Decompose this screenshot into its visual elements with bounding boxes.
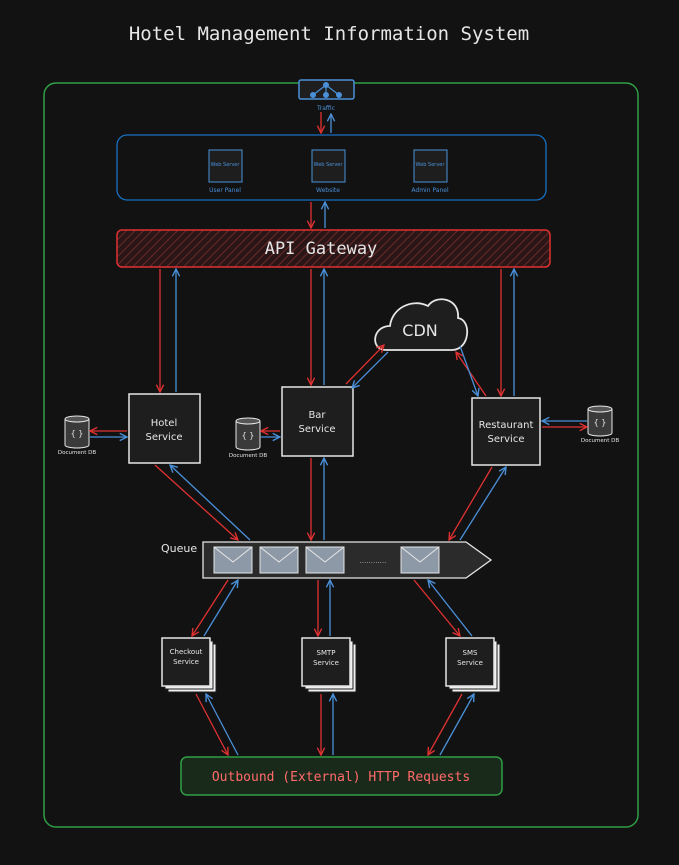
db-caption: Document DB xyxy=(58,450,96,456)
restaurant-service: Restaurant Service xyxy=(471,397,541,466)
web-server-admin-panel: Web Server Admin Panel xyxy=(411,149,449,194)
web-server-caption: Website xyxy=(316,187,340,194)
smtp-service: SMTP Service xyxy=(301,637,357,693)
database-icon xyxy=(587,405,613,437)
db-icon-glyph: { } xyxy=(242,431,255,440)
hotel-service: Hotel Service xyxy=(128,393,201,464)
cdn-label: CDN xyxy=(402,321,437,340)
service-label: Service xyxy=(146,432,183,443)
connector-arrows xyxy=(90,112,587,755)
traffic-label: Traffic xyxy=(316,105,335,112)
queue-label: Queue xyxy=(161,542,197,555)
diagram-title: Hotel Management Information System xyxy=(129,23,529,45)
web-server-group xyxy=(116,134,547,201)
db-caption: Document DB xyxy=(229,453,267,459)
cdn-cloud: CDN xyxy=(374,298,468,351)
outbound-label: Outbound (External) HTTP Requests xyxy=(212,770,470,785)
worker-label: SMTP xyxy=(317,649,336,657)
queue-ellipsis: ............ xyxy=(360,557,387,565)
envelope-icon xyxy=(305,546,345,574)
envelope-icon xyxy=(259,546,299,574)
worker-label: Service xyxy=(313,659,339,667)
service-label: Service xyxy=(299,424,336,435)
envelope-icon xyxy=(400,546,440,574)
checkout-service: Checkout Service xyxy=(161,637,217,693)
network-icon xyxy=(310,82,342,98)
database-icon xyxy=(235,417,261,451)
worker-label: Service xyxy=(457,659,483,667)
service-label: Restaurant xyxy=(479,420,534,431)
web-server-label: Web Server xyxy=(211,162,241,168)
traffic-node: Traffic xyxy=(298,79,355,112)
worker-label: SMS xyxy=(463,649,478,657)
message-queue: Queue ............ xyxy=(161,541,493,579)
database-icon xyxy=(64,415,90,449)
envelope-icon xyxy=(213,546,253,574)
db-caption: Document DB xyxy=(581,438,619,444)
hotel-document-db: { } Document DB xyxy=(58,415,96,456)
db-icon-glyph: { } xyxy=(71,429,84,438)
web-server-label: Web Server xyxy=(416,162,446,168)
web-server-caption: Admin Panel xyxy=(411,187,449,194)
db-icon-glyph: { } xyxy=(594,418,607,427)
service-label: Service xyxy=(488,434,525,445)
worker-label: Service xyxy=(173,658,199,666)
api-gateway: API Gateway xyxy=(116,229,551,268)
web-server-user-panel: Web Server User Panel xyxy=(208,149,243,194)
worker-label: Checkout xyxy=(170,648,203,656)
web-server-website: Web Server Website xyxy=(311,149,346,194)
bar-service: Bar Service xyxy=(281,386,354,457)
service-label: Bar xyxy=(308,410,326,421)
outbound-http-requests: Outbound (External) HTTP Requests xyxy=(180,756,503,796)
sms-service: SMS Service xyxy=(445,637,501,693)
service-label: Hotel xyxy=(151,418,178,429)
web-server-caption: User Panel xyxy=(209,187,241,194)
bar-document-db: { } Document DB xyxy=(229,417,267,459)
restaurant-document-db: { } Document DB xyxy=(581,405,619,444)
web-server-label: Web Server xyxy=(314,162,344,168)
api-gateway-label: API Gateway xyxy=(265,239,378,259)
